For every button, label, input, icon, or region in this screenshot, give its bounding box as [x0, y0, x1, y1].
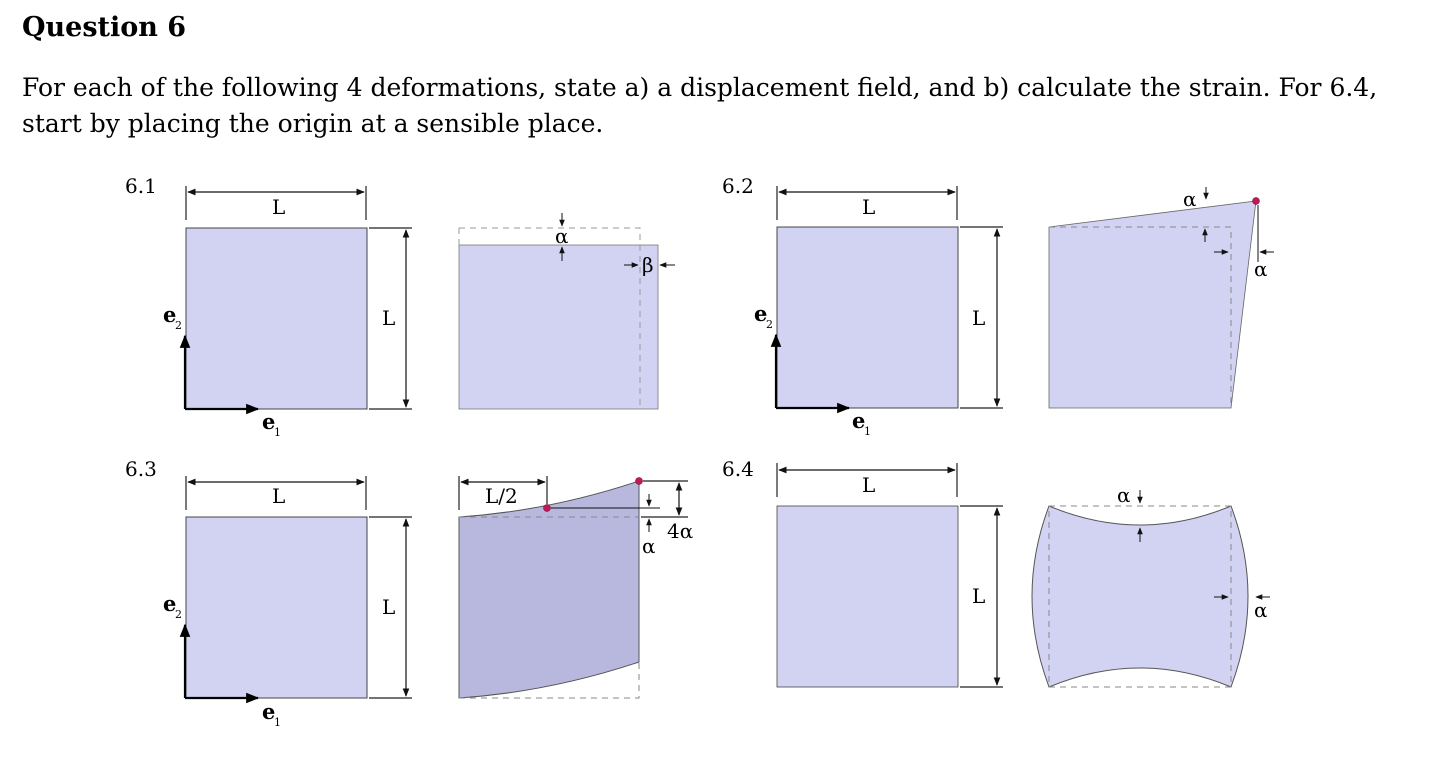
corner-marker — [635, 477, 643, 485]
e2-subscript: 2 — [175, 319, 182, 332]
reference-square — [776, 226, 959, 409]
question-text-line-1: For each of the following 4 deformations… — [22, 73, 1378, 102]
e2-label: e — [163, 302, 176, 327]
width-label: L — [272, 195, 285, 219]
alpha-label: α — [555, 224, 569, 248]
panel-number: 6.2 — [722, 174, 754, 198]
width-label: L — [862, 473, 875, 497]
e1-label: e — [262, 409, 275, 434]
reference-square — [185, 516, 368, 699]
deformed-quadrilateral — [1048, 200, 1257, 409]
alpha-label: α — [642, 534, 656, 558]
original-outline — [1049, 226, 1232, 408]
alpha-label-right: α — [1254, 598, 1268, 622]
height-label: L — [972, 306, 985, 330]
corner-marker — [1252, 197, 1260, 205]
reference-square — [776, 505, 959, 688]
e1-subscript: 1 — [864, 425, 871, 438]
deformed-bent-shape — [458, 480, 640, 699]
panel-number: 6.3 — [125, 457, 157, 481]
half-width-label: L/2 — [485, 484, 518, 508]
height-label: L — [382, 306, 395, 330]
deformed-rectangle — [458, 244, 659, 410]
e2-subscript: 2 — [766, 318, 773, 331]
e2-subscript: 2 — [175, 608, 182, 621]
height-label: L — [972, 584, 985, 608]
panel-6-1: 6.1 L L e 2 e 1 α β — [125, 174, 675, 439]
e1-label: e — [852, 408, 865, 433]
question-heading: Question 6 — [22, 12, 187, 43]
panel-number: 6.1 — [125, 174, 157, 198]
panel-6-2: 6.2 L L e 2 e 1 α α — [722, 174, 1274, 438]
e1-subscript: 1 — [274, 716, 281, 729]
original-outline — [459, 662, 640, 699]
panel-6-3: 6.3 L L e 2 e 1 L/2 α 4α — [125, 457, 693, 729]
alpha-label-top: α — [1117, 483, 1131, 507]
reference-square — [185, 227, 368, 410]
e2-label: e — [754, 301, 767, 326]
beta-label: β — [642, 253, 654, 277]
width-label: L — [272, 484, 285, 508]
four-alpha-label: 4α — [667, 519, 693, 543]
original-outline — [459, 227, 641, 409]
e2-label: e — [163, 591, 176, 616]
e1-subscript: 1 — [274, 426, 281, 439]
e1-label: e — [262, 699, 275, 724]
alpha-label-right: α — [1254, 257, 1268, 281]
original-outline — [1048, 505, 1232, 688]
panel-6-4: 6.4 L L α α — [722, 457, 1270, 688]
height-label: L — [382, 595, 395, 619]
midpoint-marker — [543, 504, 551, 512]
width-label: L — [862, 195, 875, 219]
alpha-label-top: α — [1183, 187, 1197, 211]
panel-number: 6.4 — [722, 457, 754, 481]
question-text-line-2: start by placing the origin at a sensibl… — [22, 109, 604, 138]
question-text: For each of the following 4 deformations… — [22, 70, 1432, 142]
